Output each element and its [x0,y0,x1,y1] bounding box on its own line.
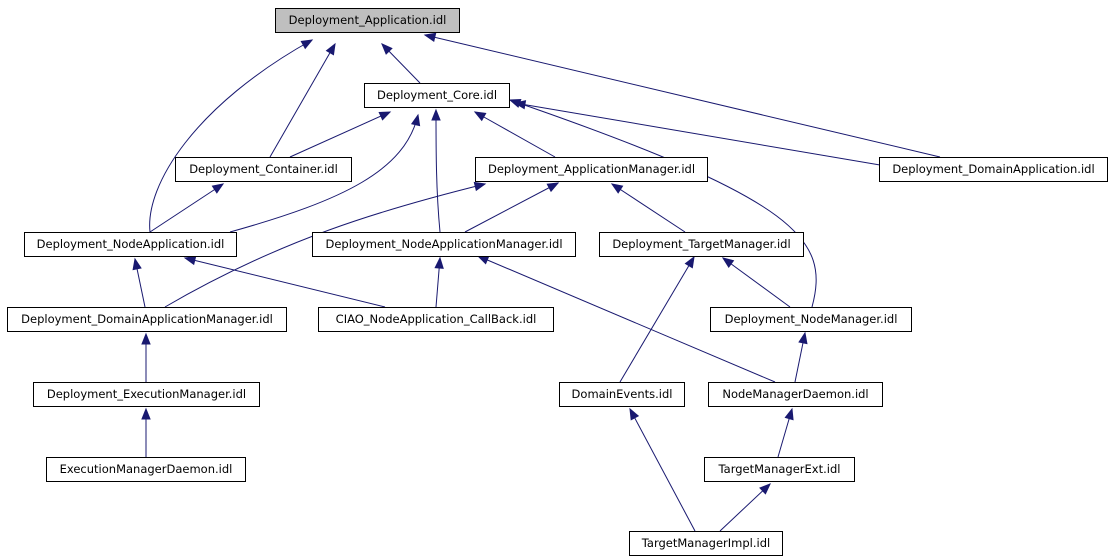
graph-node-core[interactable]: Deployment_Core.idl [364,83,510,108]
arrowhead-ciao-to-nodeapp [183,255,197,266]
graph-node-tmimpl[interactable]: TargetManagerImpl.idl [629,531,783,556]
arrowhead-nodemgr-to-core [508,98,522,108]
arrowhead-nodeapp-to-container [211,183,225,194]
arrowhead-nmdaemon-to-nodemgr [798,331,808,345]
edge-appmgr-to-core [474,111,556,158]
edge-ciao-to-nodeapp [184,257,386,308]
graph-node-ciao[interactable]: CIAO_NodeApplication_CallBack.idl [318,307,554,332]
graph-node-tmext[interactable]: TargetManagerExt.idl [704,457,855,482]
arrowhead-domainevents-to-targetmgr [684,255,695,269]
edge-nodeappmgr-to-appmgr [464,182,559,233]
graph-node-appmgr[interactable]: Deployment_ApplicationManager.idl [475,157,708,182]
arrowhead-domainappmgr-to-appmgr [473,181,487,192]
edge-nodeappmgr-to-core [435,109,441,233]
graph-node-targetmgr[interactable]: Deployment_TargetManager.idl [599,232,804,257]
graph-node-nodeapp[interactable]: Deployment_NodeApplication.idl [24,232,237,257]
graph-node-domainevents[interactable]: DomainEvents.idl [559,382,685,407]
edge-domainappmgr-to-appmgr [164,183,486,308]
edge-nodeapp-to-app [149,39,313,233]
arrowhead-nodeappmgr-to-core [431,108,441,121]
edge-tmimpl-to-tmext [719,483,771,532]
edge-domainapp-to-app [424,34,941,158]
edge-container-to-core [289,111,391,158]
graph-node-nmdaemon[interactable]: NodeManagerDaemon.idl [708,382,883,407]
graph-node-container[interactable]: Deployment_Container.idl [175,157,352,182]
edge-domainapp-to-core [514,102,881,166]
graph-node-nodeappmgr[interactable]: Deployment_NodeApplicationManager.idl [312,232,576,257]
edge-nmdaemon-to-nodeappmgr [477,255,776,383]
arrowhead-nmdaemon-to-nodeappmgr [476,255,490,265]
dependency-edges [132,32,941,532]
arrowhead-nodeapp-to-core [410,113,421,127]
arrowhead-targetmgr-to-appmgr [610,183,624,194]
arrowhead-execmgr-to-domainappmgr [141,332,151,345]
edge-tmimpl-to-domainevents [629,408,696,532]
arrowhead-core-to-app [381,43,393,55]
edge-nodeapp-to-container [149,183,224,233]
arrowhead-tmimpl-to-domainevents [629,407,640,421]
edge-targetmgr-to-appmgr [611,183,686,233]
edge-nodeapp-to-core [229,114,419,233]
arrowhead-container-to-app [325,42,336,56]
edge-nodemgr-to-targetmgr [722,257,791,308]
graph-node-domainappmgr[interactable]: Deployment_DomainApplicationManager.idl [7,307,287,332]
graph-node-nodemgr[interactable]: Deployment_NodeManager.idl [710,307,912,332]
arrowhead-emdaemon-to-execmgr [141,407,151,420]
arrowhead-domainappmgr-to-nodeapp [132,257,142,271]
arrowhead-nodemgr-to-targetmgr [721,257,735,269]
arrowhead-nodeappmgr-to-appmgr [546,182,560,193]
arrowhead-container-to-core [378,111,392,121]
arrowhead-domainapp-to-app [423,32,437,43]
graph-node-execmgr[interactable]: Deployment_ExecutionManager.idl [33,382,260,407]
edge-domainevents-to-targetmgr [619,256,695,383]
graph-node-domainapp[interactable]: Deployment_DomainApplication.idl [879,157,1108,182]
arrowhead-tmimpl-to-tmext [759,483,771,495]
graph-node-emdaemon[interactable]: ExecutionManagerDaemon.idl [46,457,246,482]
edge-container-to-app [269,43,336,158]
edge-nodemgr-to-core [509,99,817,308]
arrowhead-appmgr-to-core [473,111,487,122]
arrowhead-tmext-to-nmdaemon [784,407,794,421]
graph-node-app: Deployment_Application.idl [275,8,460,33]
arrowhead-ciao-to-nodeappmgr [434,256,444,269]
arrowhead-nodeapp-to-app [300,39,314,50]
